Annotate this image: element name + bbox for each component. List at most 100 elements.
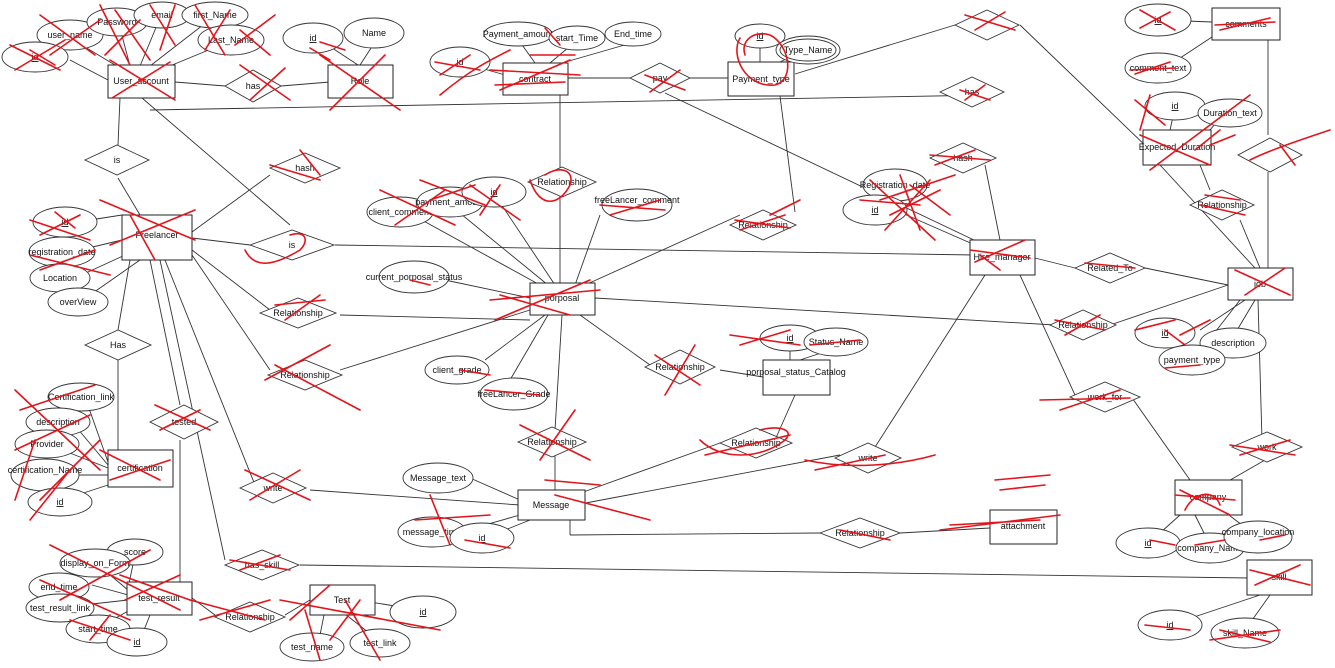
relationship-label: Related_To bbox=[1087, 263, 1133, 273]
attribute-proposal-id[interactable]: id bbox=[461, 176, 527, 208]
attribute-skill-name[interactable]: skill_Name bbox=[1210, 617, 1280, 649]
attribute-test-id[interactable]: id bbox=[389, 595, 457, 629]
attribute-freelancer-comment[interactable]: freeLancer_comment bbox=[594, 188, 680, 222]
attribute-overview[interactable]: overView bbox=[47, 287, 109, 317]
entity-role[interactable]: Role bbox=[327, 64, 394, 99]
entity-certification[interactable]: certification bbox=[107, 449, 174, 488]
attribute-label: registration_date bbox=[28, 247, 95, 257]
relationship-label: Relationship bbox=[655, 362, 705, 372]
relationship-attachment[interactable]: Relationship bbox=[818, 517, 902, 549]
entity-label: certification bbox=[117, 463, 163, 473]
attribute-label: overView bbox=[60, 297, 97, 307]
entity-proposal[interactable]: porposal bbox=[529, 282, 596, 316]
entity-proposal-status-catalog[interactable]: porposal_status_Catalog bbox=[746, 359, 846, 396]
relationship-label: hash bbox=[295, 163, 315, 173]
entity-label: attachment bbox=[1001, 521, 1046, 531]
attribute-label: id bbox=[1161, 328, 1168, 338]
entity-test-result[interactable]: test_result bbox=[126, 581, 193, 616]
attribute-last-name[interactable]: Last_Name bbox=[197, 24, 265, 56]
attribute-label: client_grade bbox=[432, 365, 481, 375]
entity-attachment[interactable]: attachment bbox=[989, 509, 1058, 545]
attribute-label: Duration_text bbox=[1203, 108, 1257, 118]
attribute-pt-id[interactable]: id bbox=[734, 23, 786, 49]
entity-label: porposal bbox=[545, 293, 580, 303]
attribute-test-name[interactable]: test_name bbox=[279, 632, 345, 662]
attribute-label: certification_Name bbox=[8, 465, 83, 475]
attribute-label: first_Name bbox=[193, 10, 237, 20]
attribute-tr-id[interactable]: id bbox=[106, 627, 168, 657]
entity-label: job bbox=[1253, 279, 1266, 289]
entity-label: porposal_status_Catalog bbox=[746, 367, 846, 377]
attribute-user-name[interactable]: user_name bbox=[36, 19, 104, 51]
attribute-start-time[interactable]: start_Time bbox=[548, 25, 606, 51]
attribute-test-link[interactable]: test_link bbox=[349, 628, 411, 658]
entity-test[interactable]: Test bbox=[309, 584, 376, 616]
relationship-test[interactable]: Relationship bbox=[213, 601, 287, 633]
attribute-duration-text[interactable]: Duration_text bbox=[1197, 98, 1263, 128]
relationship-tested[interactable]: tested bbox=[148, 404, 220, 440]
relationship-duration-job[interactable]: Relationship bbox=[1188, 189, 1256, 221]
attribute-cert-link[interactable]: Certification_link bbox=[47, 382, 115, 412]
entity-contract[interactable]: contract bbox=[502, 62, 569, 96]
relationship-related-to[interactable]: Related_To bbox=[1073, 252, 1147, 284]
relationship-work-for[interactable]: work_for bbox=[1068, 381, 1142, 413]
relationship-payment[interactable]: Relationship bbox=[728, 209, 798, 241]
entity-label: Freelancer bbox=[135, 230, 178, 240]
attribute-first-name[interactable]: first_Name bbox=[181, 1, 249, 29]
attribute-payment-amount[interactable]: Payment_amount bbox=[483, 21, 554, 47]
attribute-type-name[interactable]: Type_Name bbox=[775, 35, 841, 65]
attribute-label: id bbox=[309, 33, 316, 43]
attribute-label: id bbox=[490, 187, 497, 197]
attribute-label: email bbox=[151, 10, 173, 20]
attribute-label: payment_amount bbox=[415, 197, 485, 207]
entity-message[interactable]: Message bbox=[517, 489, 586, 521]
entity-label: Hire_manager bbox=[973, 252, 1030, 262]
attribute-test-result-link[interactable]: test_result_link bbox=[25, 593, 95, 623]
attribute-label: Password bbox=[97, 17, 137, 27]
attribute-label: user_name bbox=[47, 30, 92, 40]
relationship-write-fl[interactable]: write bbox=[238, 472, 308, 504]
attribute-current-proposal-status[interactable]: current_porposal_status bbox=[366, 260, 463, 294]
relationship-fl-proposal[interactable]: Relationship bbox=[258, 297, 338, 329]
relationship-status[interactable]: Relationship bbox=[643, 349, 717, 385]
attribute-message-id[interactable]: id bbox=[449, 522, 515, 554]
attribute-payment-type[interactable]: payment_type bbox=[1158, 344, 1226, 376]
entity-freelancer[interactable]: Freelancer bbox=[121, 214, 193, 261]
attribute-role-name[interactable]: Name bbox=[343, 17, 405, 49]
relationship-label: Relationship bbox=[273, 308, 323, 318]
attribute-label: score bbox=[124, 547, 146, 557]
attribute-label: id bbox=[419, 607, 426, 617]
attribute-company-id[interactable]: id bbox=[1115, 527, 1181, 559]
relationship-is[interactable]: is bbox=[83, 144, 151, 176]
attribute-label: id bbox=[871, 205, 878, 215]
relationship-label: pay bbox=[653, 73, 668, 83]
relationship-has-job[interactable]: has bbox=[938, 76, 1006, 108]
relationship-hash[interactable]: hash bbox=[268, 152, 342, 184]
relationship-contract-proposal[interactable]: Relationship bbox=[526, 166, 598, 198]
relationship-has-cert[interactable]: Has bbox=[83, 329, 153, 361]
attribute-client-grade[interactable]: client_grade bbox=[424, 355, 490, 385]
attribute-display-on-form[interactable]: display_on_Form bbox=[59, 548, 131, 578]
entity-expected-duration[interactable]: Expected_Duration bbox=[1139, 129, 1216, 166]
attribute-label: client_comment bbox=[368, 207, 432, 217]
relationship-is-hm[interactable]: is bbox=[248, 229, 336, 261]
attribute-company-location[interactable]: company_location bbox=[1222, 520, 1295, 554]
relationship-label: Relationship bbox=[738, 220, 788, 230]
entity-label: test_result bbox=[138, 593, 180, 603]
attribute-cert-id[interactable]: id bbox=[27, 487, 93, 517]
relationship-has-role[interactable]: has bbox=[224, 69, 282, 103]
attribute-hm-id[interactable]: id bbox=[842, 194, 908, 226]
attribute-end-time[interactable]: End_time bbox=[604, 21, 662, 47]
attribute-role-id[interactable]: id bbox=[282, 22, 344, 54]
attribute-label: Message_text bbox=[410, 473, 467, 483]
relationship-fl-job[interactable]: Relationship bbox=[266, 359, 344, 391]
entity-label: Expected_Duration bbox=[1139, 142, 1216, 152]
attribute-message-text[interactable]: Message_text bbox=[402, 462, 474, 494]
attribute-freelancer-grade[interactable]: freeLancer_Grade bbox=[477, 377, 551, 411]
relationship-comments-job[interactable] bbox=[1237, 137, 1303, 173]
attribute-skill-id[interactable]: id bbox=[1137, 609, 1203, 641]
attribute-label: id bbox=[1166, 620, 1173, 630]
attribute-label: Payment_amount bbox=[483, 29, 554, 39]
attribute-location[interactable]: Location bbox=[29, 263, 91, 293]
relationship-label: Relationship bbox=[280, 370, 330, 380]
